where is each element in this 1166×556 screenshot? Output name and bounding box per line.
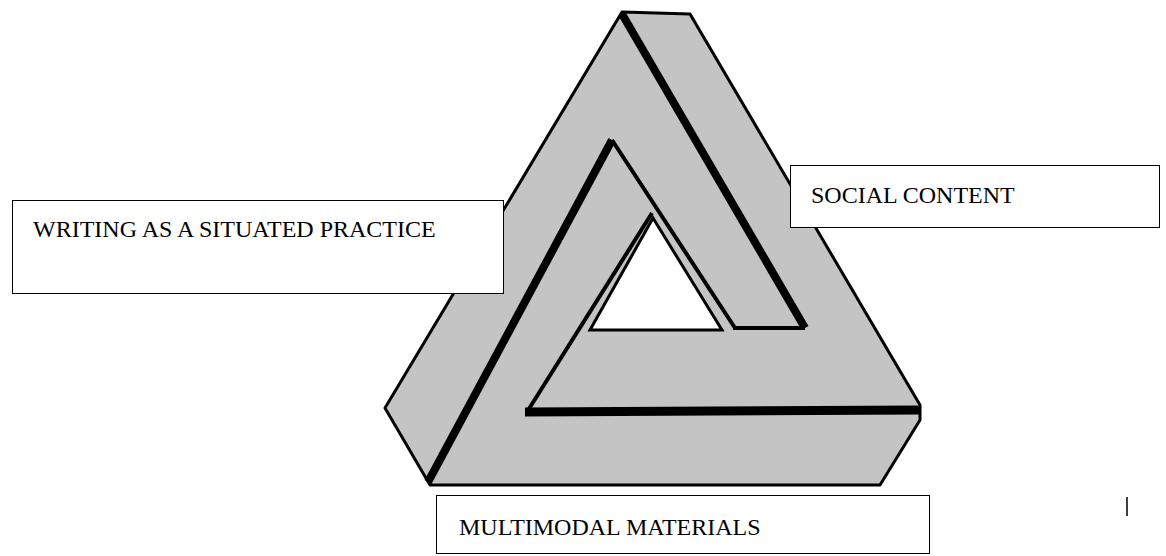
edge-line <box>527 213 652 412</box>
edge-line <box>612 140 735 328</box>
label-box: SOCIAL CONTENT <box>790 165 1160 228</box>
edge-line <box>525 410 920 412</box>
label-text: SOCIAL CONTENT <box>811 181 1141 210</box>
edge-line <box>622 14 805 328</box>
label-box: MULTIMODAL MATERIALS <box>436 495 930 554</box>
cursor-mark <box>1126 497 1128 516</box>
triangle-hole <box>590 218 722 330</box>
label-text: MULTIMODAL MATERIALS <box>459 513 909 542</box>
edge-line <box>428 140 612 482</box>
edge-line <box>733 326 805 330</box>
label-text: WRITING AS A SITUATED PRACTICE <box>33 215 453 244</box>
label-box: WRITING AS A SITUATED PRACTICE <box>12 200 504 294</box>
